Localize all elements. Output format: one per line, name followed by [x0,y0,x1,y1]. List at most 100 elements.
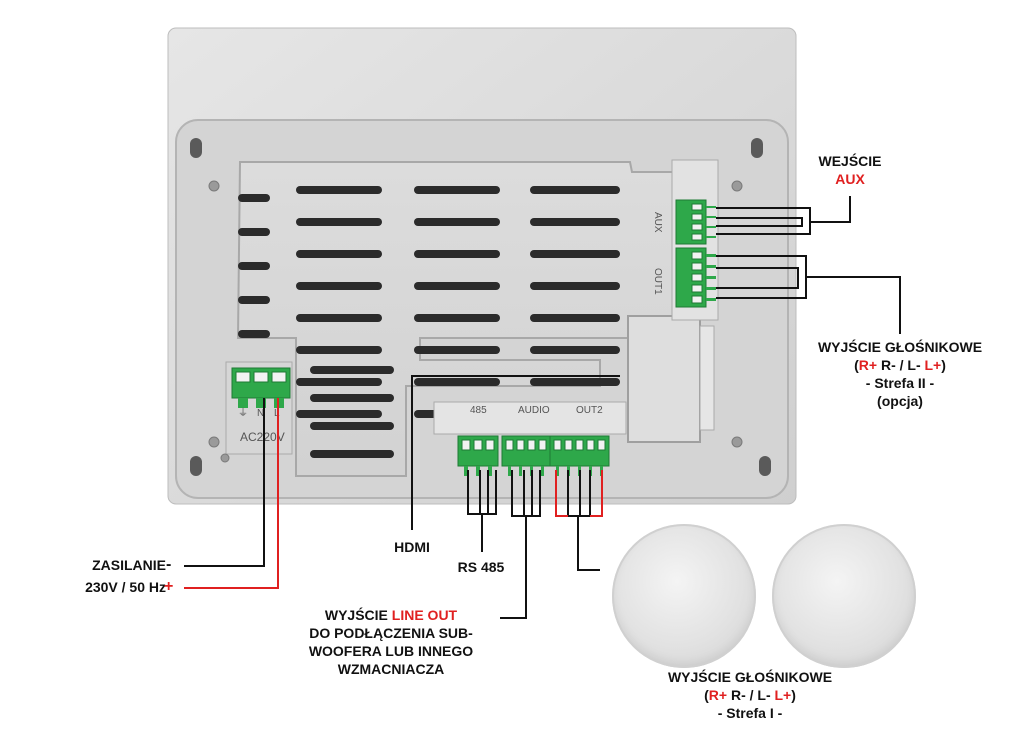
screw [731,436,743,448]
lineout-line4: WZMACNIACZA [337,661,445,677]
zone2-callout-line [716,267,799,289]
vent-slot [414,250,500,258]
vent-slot [414,314,500,322]
vent-slot [530,346,620,354]
terminal-pin [706,276,716,279]
vent-slot [238,194,270,202]
zone1-red-line [555,470,568,517]
terminal-pin [706,254,716,257]
terminal-pin [706,265,716,268]
aux-callout-line [810,196,851,223]
terminal-pin [541,466,544,476]
label-aux-line2: AUX [835,171,865,187]
zone2-line1: WYJŚCIE GŁOŚNIKOWE [817,339,983,355]
terminal-pin [706,226,716,228]
vent-slot [296,186,382,194]
aux-callout-line [716,217,803,227]
panel-print-out1: OUT1 [652,268,663,295]
output-module-right [627,315,701,443]
ceiling-speaker-right [772,524,916,668]
terminal-screw [586,439,595,451]
panel-print-ac: AC220V [240,430,285,444]
hdmi-callout-line [411,375,620,530]
vent-slot [530,250,620,258]
vent-slot [238,296,270,304]
power-minus-sign: - [166,556,172,573]
label-hdmi: HDMI [394,539,430,555]
label-power: ZASILANIE 230V / 50 Hz [56,556,166,596]
output-module-right-inner [699,325,715,431]
lineout-line3: WOOFERA LUB INNEGO [308,643,474,659]
terminal-pin [476,466,480,476]
mounting-hole [190,138,202,158]
label-aux-line1: WEJŚCIE [818,153,882,169]
vent-slot [414,186,500,194]
mounting-hole [759,456,771,476]
lineout-prefix: WYJŚCIE [324,607,392,623]
zone2-note: (opcja) [877,393,923,409]
zone1-r-plus: R+ [708,687,728,703]
terminal-pin [706,298,716,301]
power-line1: ZASILANIE [92,557,166,573]
power-plus-sign: + [164,578,174,595]
panel-print-pe: ⏚ [238,407,248,419]
vent-slot [296,410,382,418]
lineout-highlight: LINE OUT [391,607,458,623]
panel-print-out2: OUT2 [576,405,603,416]
terminal-screw [505,439,514,451]
terminal-screw [271,371,287,383]
terminal-screw [691,233,703,241]
terminal-screw [553,439,562,451]
label-aux-in: WEJŚCIE AUX [800,152,900,188]
vent-slot [414,218,500,226]
terminal-screw [253,371,269,383]
vent-slot [530,314,620,322]
power-minus-line [184,398,265,567]
terminal-pin [508,466,511,476]
vent-slots [238,186,620,458]
terminal-screw [235,371,251,383]
vent-slot [310,422,394,430]
vent-slot [310,394,394,402]
panel-print-485: 485 [470,405,487,416]
zone2-middle: R- / L- [877,357,925,373]
screw [731,180,743,192]
vent-slot [530,218,620,226]
terminal-screw [691,203,703,211]
vent-slot [530,186,620,194]
terminal-screw [538,439,547,451]
terminal-screw [691,273,703,282]
mounting-hole [190,456,202,476]
mounting-holes [190,138,771,476]
panel-print-audio: AUDIO [518,405,550,416]
vent-slot [310,450,394,458]
vent-slot [238,262,270,270]
callout-lines [184,196,901,619]
screw [220,453,230,463]
zone1-line1: WYJŚCIE GŁOŚNIKOWE [667,669,833,685]
vent-slot [238,330,270,338]
zone1-zone: - Strefa I - [717,705,783,721]
terminal-pin [238,398,248,408]
terminal-screw [527,439,536,451]
vent-slot [296,282,382,290]
terminal-screw [473,439,483,451]
vent-slot [238,228,270,236]
zone1-l-plus: L+ [774,687,792,703]
mounting-hole [751,138,763,158]
screw [208,436,220,448]
label-rs485: RS 485 [457,559,505,575]
label-speaker-zone1: WYJŚCIE GŁOŚNIKOWE (R+ R- / L- L+) - Str… [660,668,840,722]
lineout-line2: DO PODŁĄCZENIA SUB- [309,625,473,641]
zone2-polarity: (R+ R- / L- L+) [854,357,946,373]
label-speaker-zone2: WYJŚCIE GŁOŚNIKOWE (R+ R- / L- L+) - Str… [810,338,990,410]
terminal-screw [461,439,471,451]
terminal-pin [256,398,266,408]
power-line2: 230V / 50 Hz [85,579,166,595]
lineout-line1: WYJŚCIE LINE OUT [286,606,496,624]
terminal-screw [691,251,703,260]
ceiling-speaker-left [612,524,756,668]
label-line-out: WYJŚCIE LINE OUT DO PODŁĄCZENIA SUB- WOO… [286,606,496,678]
terminal-pin [706,216,716,218]
